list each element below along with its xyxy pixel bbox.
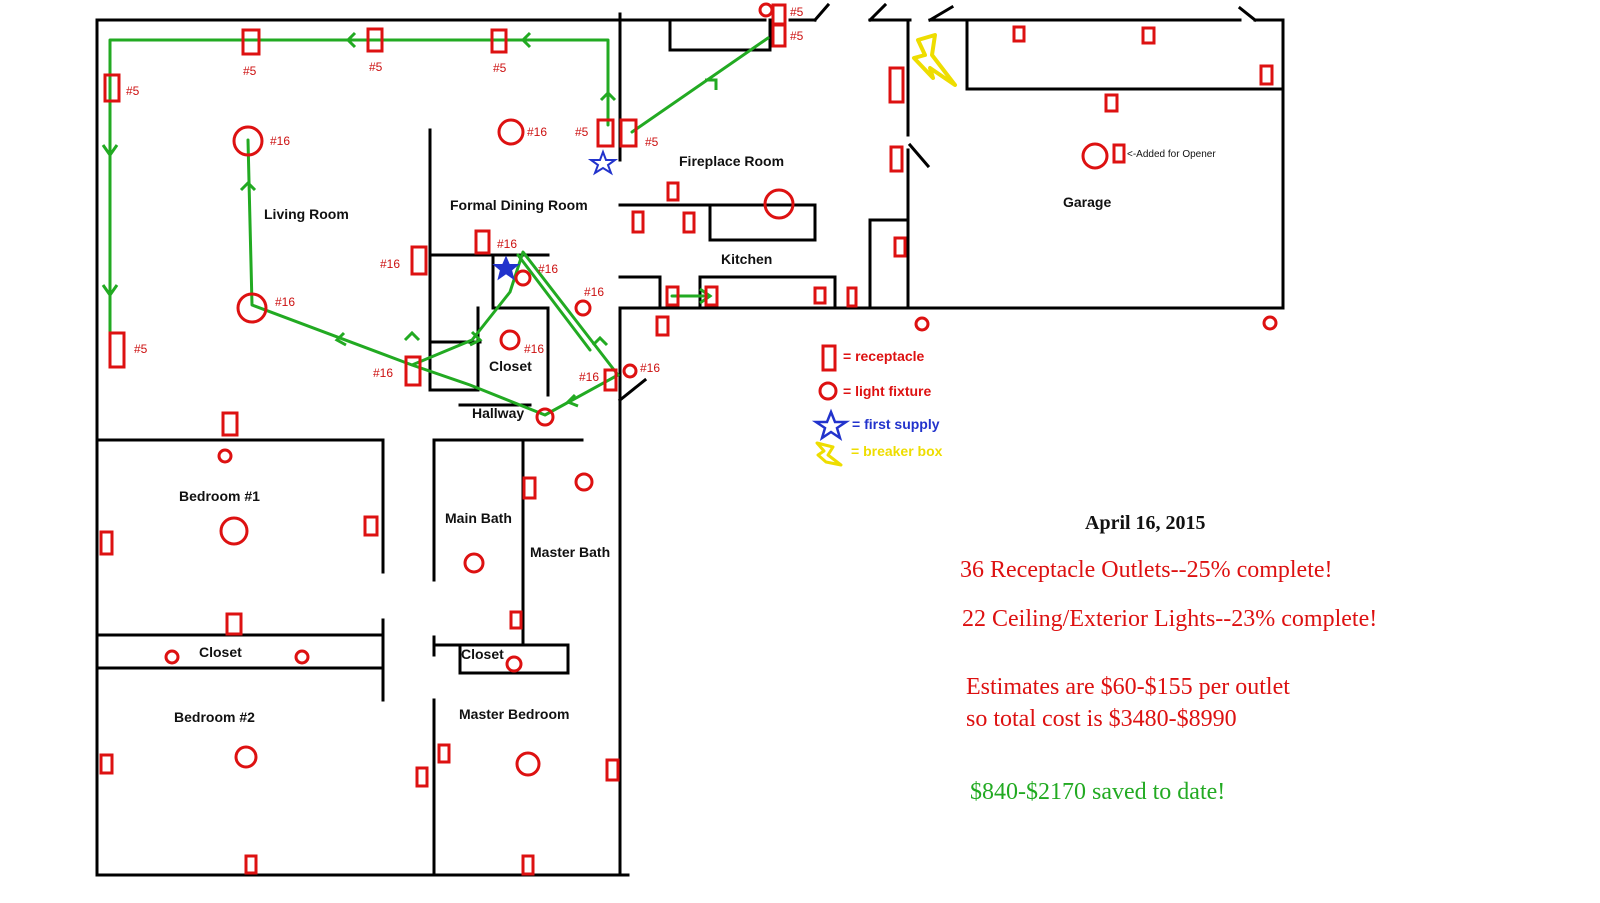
first-supply-stars	[492, 149, 619, 281]
circuit-paths	[108, 36, 770, 417]
info-saved: $840-$2170 saved to date!	[970, 779, 1226, 805]
room-label-closet: Closet	[489, 358, 532, 374]
legend-receptacle-icon	[821, 344, 837, 372]
circuit-label: #16	[584, 285, 604, 299]
light-fixtures	[164, 2, 1278, 777]
room-label-formal-dining-room: Formal Dining Room	[450, 197, 588, 213]
room-label-living-room: Living Room	[264, 206, 349, 222]
circuit-label: #5	[645, 135, 659, 149]
room-label-bedroom-1: Bedroom #1	[179, 488, 260, 504]
legend-light-fixture-label: = light fixture	[843, 383, 932, 399]
circuit-label: #16	[380, 257, 400, 271]
circuit-label: #16	[538, 262, 558, 276]
room-label-garage: Garage	[1063, 194, 1111, 210]
circuit-label: #16	[640, 361, 660, 375]
circuit-label: #16	[527, 125, 547, 139]
circuit-arrows	[101, 31, 718, 408]
room-label-main-bath: Main Bath	[445, 510, 512, 526]
circuit-16-path	[246, 138, 620, 417]
walls	[95, 2, 1285, 877]
star-icon	[587, 149, 619, 176]
legend-breaker-box-label: = breaker box	[851, 443, 943, 459]
room-label-bedroom-2: Bedroom #2	[174, 709, 255, 725]
circuit-label: #16	[270, 134, 290, 148]
circuit-label: #5	[790, 29, 804, 43]
room-label-fireplace-room: Fireplace Room	[679, 153, 784, 169]
legend-receptacle-label: = receptacle	[843, 348, 925, 364]
legend-first-supply-label: = first supply	[852, 416, 940, 432]
room-label-master-bedroom: Master Bedroom	[459, 706, 569, 722]
circuit-5-path	[108, 38, 610, 347]
legend-breaker-icon	[815, 441, 843, 467]
info-date: April 16, 2015	[1085, 512, 1206, 534]
info-estimate-line-1: Estimates are $60-$155 per outlet	[966, 674, 1290, 700]
room-label-closet: Closet	[199, 644, 242, 660]
room-labels: Living Room Formal Dining Room Fireplace…	[174, 153, 1111, 725]
legend: = receptacle = light fixture = first sup…	[811, 344, 943, 467]
garage-opener-note: <-Added for Opener	[1127, 149, 1216, 160]
legend-light-fixture-icon	[818, 381, 838, 401]
circuit-label: #16	[275, 295, 295, 309]
circuit-label: #16	[579, 370, 599, 384]
info-receptacles-progress: 36 Receptacle Outlets--25% complete!	[960, 557, 1333, 583]
info-estimate: Estimates are $60-$155 per outlet so tot…	[966, 671, 1290, 735]
legend-star-icon	[811, 408, 851, 441]
info-lights-progress: 22 Ceiling/Exterior Lights--23% complete…	[962, 606, 1378, 632]
room-label-closet: Closet	[461, 646, 504, 662]
room-label-master-bath: Master Bath	[530, 544, 610, 560]
room-label-kitchen: Kitchen	[721, 251, 772, 267]
circuit-label: #16	[497, 237, 517, 251]
star-icon	[492, 255, 520, 281]
circuit-label: #5	[369, 60, 383, 74]
circuit-label: #5	[134, 342, 148, 356]
receptacles	[99, 3, 1274, 876]
breaker-box-icon	[912, 33, 957, 87]
circuit-label: #5	[126, 84, 140, 98]
info-estimate-line-2: so total cost is $3480-$8990	[966, 706, 1237, 732]
circuit-label: #16	[524, 342, 544, 356]
circuit-labels: #5 #5 #5 #5 #5 #5 #5 #5 #5 #16 #16 #16 #…	[126, 5, 804, 384]
room-label-hallway: Hallway	[472, 405, 524, 421]
circuit-label: #16	[373, 366, 393, 380]
circuit-label: #5	[790, 5, 804, 19]
circuit-label: #5	[575, 125, 589, 139]
circuit-5-branch	[630, 36, 770, 134]
circuit-16-branch	[516, 253, 592, 352]
circuit-label: #5	[243, 64, 257, 78]
circuit-label: #5	[493, 61, 507, 75]
